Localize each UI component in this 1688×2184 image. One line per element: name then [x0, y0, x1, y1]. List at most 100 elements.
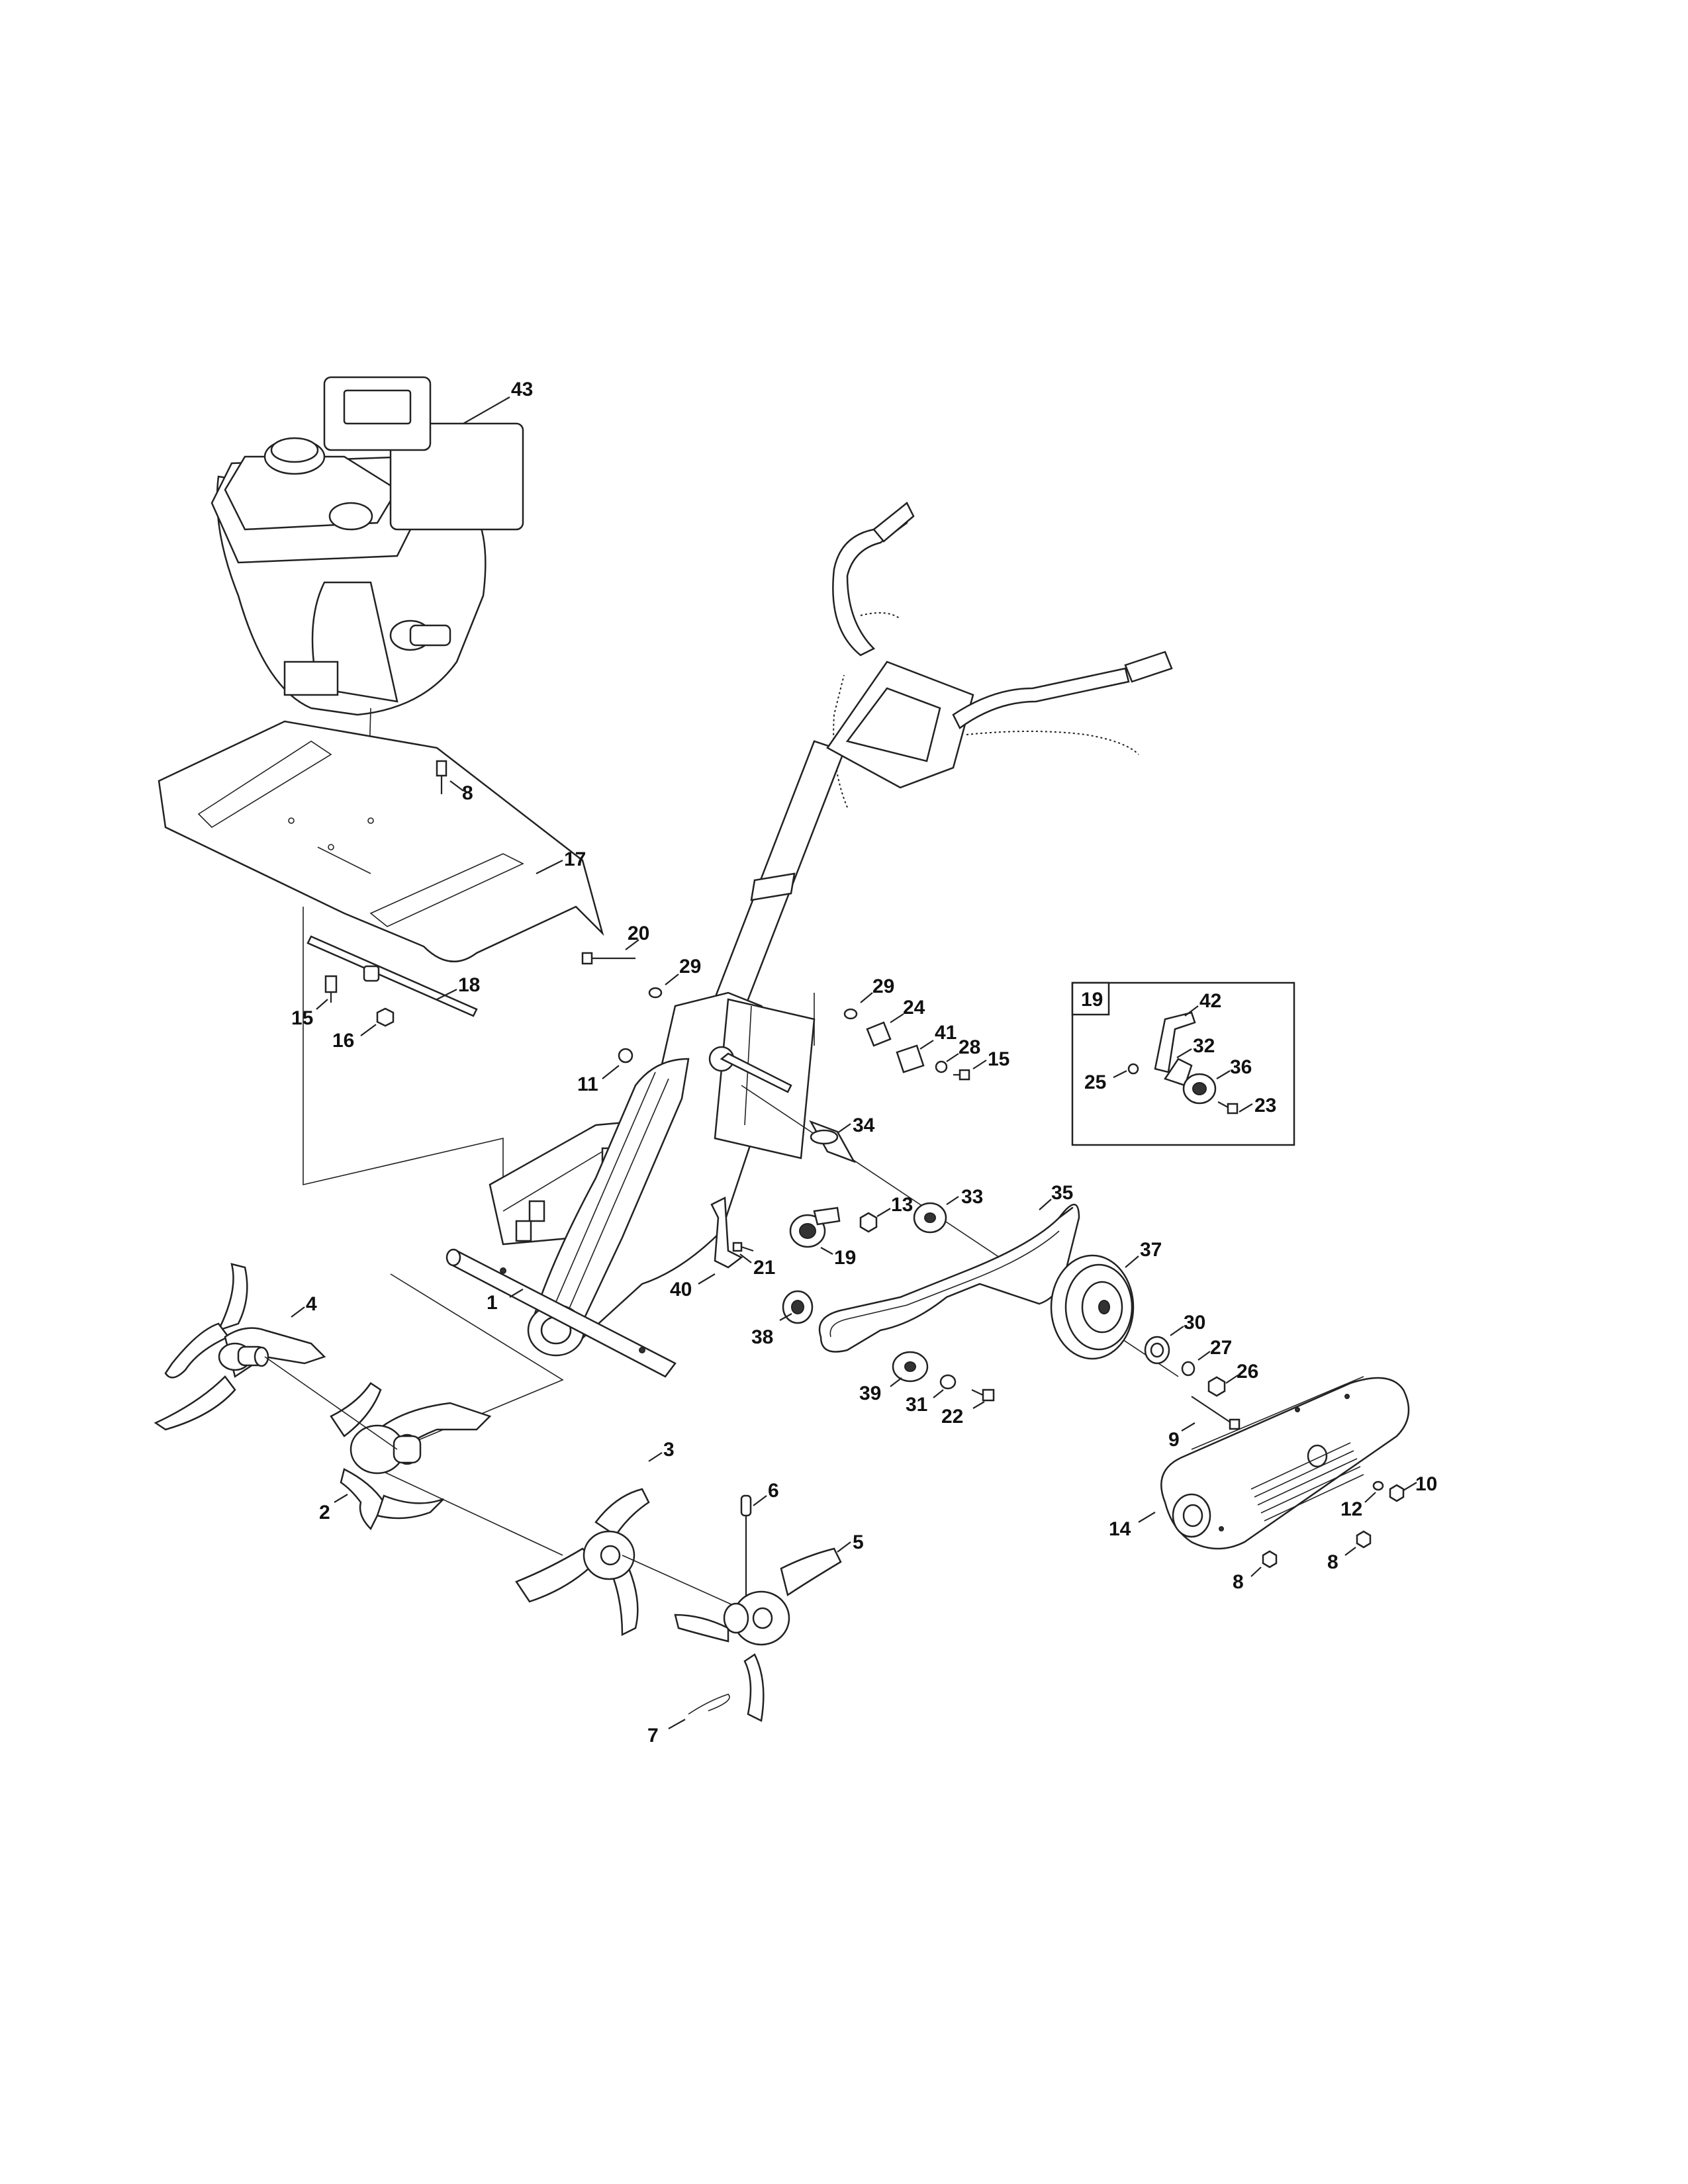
leader-12: [1364, 1492, 1376, 1503]
callout-17: 17: [564, 848, 586, 870]
leader-13: [876, 1208, 891, 1217]
callout-22: 22: [941, 1406, 963, 1428]
pulley-33: [913, 1202, 947, 1234]
bolt-21: [732, 1242, 754, 1252]
tine-2: [264, 1356, 492, 1531]
callout-24: 24: [903, 997, 925, 1019]
washer-27: [1181, 1361, 1196, 1377]
leader-11: [602, 1065, 620, 1079]
hairpin-clip-7: [688, 1694, 730, 1715]
callout-37: 37: [1140, 1239, 1162, 1261]
leader-28: [946, 1053, 959, 1062]
callout-16: 16: [332, 1030, 354, 1052]
callout-8-top: 8: [462, 782, 473, 804]
callout-26: 26: [1237, 1361, 1258, 1383]
leader-10: [1403, 1482, 1417, 1491]
leader-9: [1181, 1422, 1196, 1432]
callout-8-right: 8: [1327, 1551, 1338, 1573]
leader-19: [820, 1247, 833, 1255]
tine-shaft: [445, 1248, 677, 1378]
leader-2: [334, 1494, 348, 1503]
leader-3: [648, 1452, 663, 1462]
callout-13: 13: [891, 1194, 913, 1216]
flap: [306, 935, 478, 1017]
callout-39: 39: [859, 1383, 881, 1404]
idler-assembly-19: [789, 1206, 841, 1248]
transmission-frame: [489, 991, 816, 1357]
leader-21: [739, 1253, 752, 1263]
washer-29-left: [648, 987, 663, 999]
leader-36: [1216, 1070, 1231, 1079]
tine-3: [515, 1488, 755, 1637]
callout-9: 9: [1168, 1429, 1180, 1451]
leader-25: [1113, 1070, 1127, 1078]
leader-43: [463, 396, 510, 424]
leader-32: [1176, 1048, 1192, 1058]
callout-30: 30: [1184, 1312, 1205, 1334]
callout-8-bottom: 8: [1233, 1571, 1244, 1593]
callout-4: 4: [306, 1293, 317, 1315]
callout-34: 34: [853, 1115, 875, 1136]
bolt-9: [1191, 1396, 1241, 1430]
bolt-22: [971, 1388, 995, 1402]
nut-26: [1207, 1376, 1226, 1397]
leader-4: [291, 1306, 305, 1318]
bolt-20: [581, 952, 635, 965]
leader-29b: [860, 992, 873, 1003]
callout-27: 27: [1210, 1337, 1232, 1359]
leader-8c: [1344, 1547, 1356, 1556]
callout-2: 2: [319, 1502, 330, 1524]
drive-belt: [818, 1203, 1080, 1353]
bolt-8-right: [1356, 1530, 1372, 1549]
callout-15-right: 15: [988, 1048, 1009, 1070]
leader-15a: [316, 999, 328, 1010]
callout-41: 41: [935, 1022, 957, 1044]
washer-29-right: [843, 1008, 858, 1020]
leader-8b: [1250, 1567, 1262, 1577]
bracket-41: [896, 1044, 925, 1073]
tine-4: [154, 1263, 326, 1431]
leader-29a: [665, 974, 679, 985]
callout-32: 32: [1193, 1035, 1215, 1057]
callout-19: 19: [834, 1247, 856, 1269]
leader-1: [509, 1289, 524, 1298]
callout-38: 38: [751, 1326, 773, 1348]
leader-30: [1170, 1326, 1184, 1336]
callout-12: 12: [1340, 1498, 1362, 1520]
leader-40: [698, 1273, 716, 1285]
leader-35: [1039, 1199, 1052, 1210]
spacer-34: [809, 1120, 856, 1163]
nut-10: [1389, 1484, 1405, 1502]
nut-13: [859, 1212, 878, 1233]
callout-29-right: 29: [872, 976, 894, 997]
washer-30: [1144, 1336, 1170, 1365]
leader-26: [1225, 1375, 1239, 1384]
callout-3: 3: [663, 1439, 675, 1461]
inset-title: 19: [1081, 989, 1103, 1011]
callout-42: 42: [1199, 990, 1221, 1012]
callout-21: 21: [753, 1257, 775, 1279]
callout-20: 20: [628, 923, 649, 944]
nut-16: [376, 1007, 395, 1027]
leader-17: [536, 860, 563, 874]
leader-42: [1184, 1005, 1199, 1017]
leader-33: [946, 1196, 959, 1205]
leader-15b: [972, 1060, 987, 1069]
callout-25: 25: [1084, 1071, 1106, 1093]
leader-41: [919, 1040, 934, 1050]
pulley-39: [892, 1351, 929, 1383]
callout-23: 23: [1254, 1095, 1276, 1116]
callout-14: 14: [1109, 1518, 1131, 1540]
callout-15-left: 15: [291, 1007, 313, 1029]
tine-shield: [158, 720, 604, 963]
belt-cover: [1160, 1376, 1410, 1550]
callout-5: 5: [853, 1531, 864, 1553]
callout-11: 11: [577, 1073, 598, 1095]
bolt-15-left: [324, 975, 338, 1003]
washer-28: [935, 1060, 948, 1073]
engine: [211, 376, 524, 828]
leader-7: [668, 1719, 686, 1729]
handle: [700, 502, 1173, 1044]
bracket-40: [710, 1197, 743, 1269]
